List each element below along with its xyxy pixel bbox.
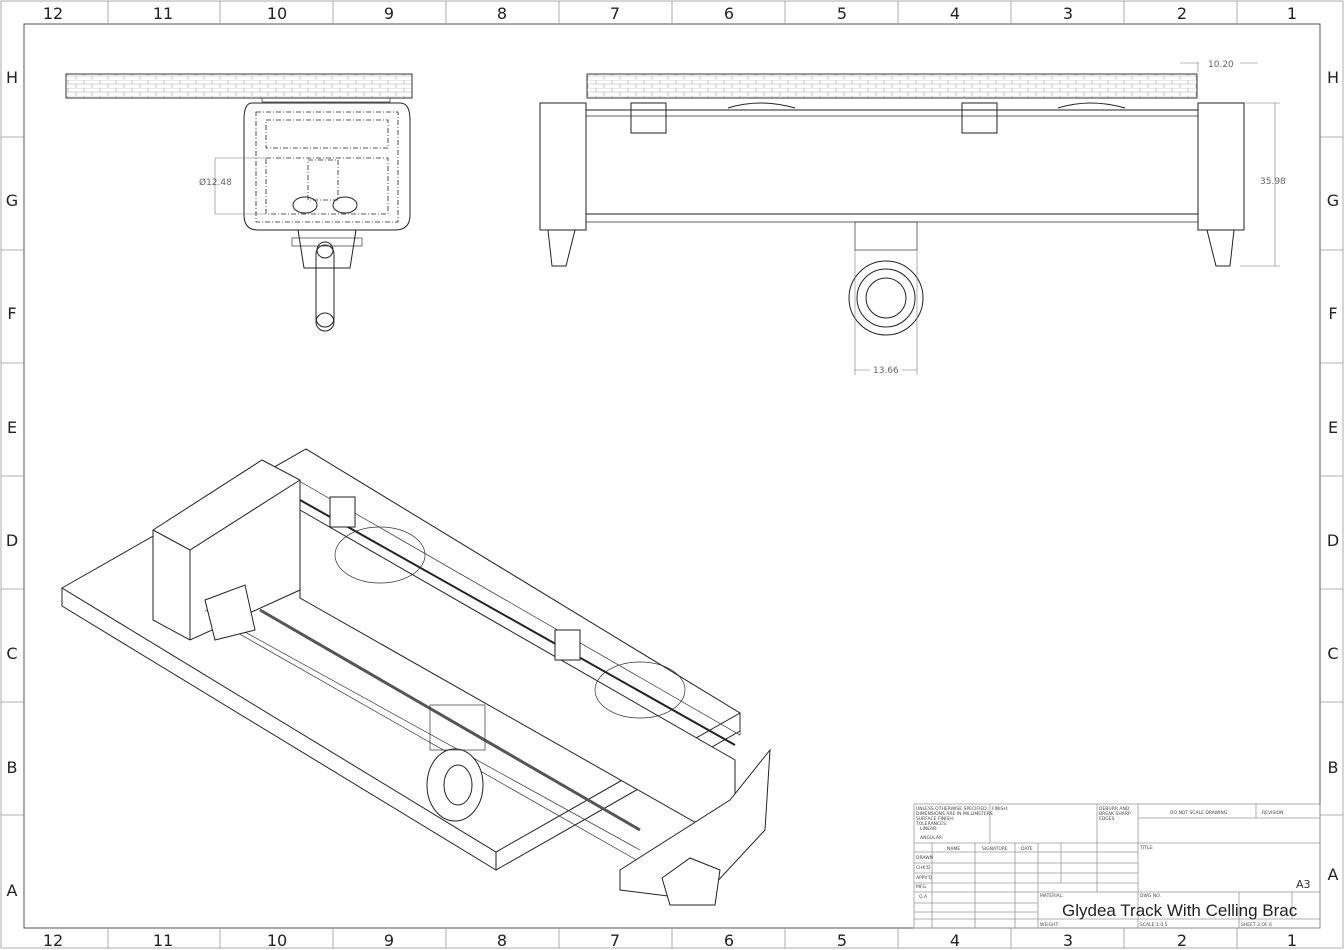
height-dimension: 35.98 <box>1260 177 1286 187</box>
zone-col: 5 <box>837 931 847 950</box>
zone-col: 9 <box>384 4 394 23</box>
tb-do-not-scale: DO NOT SCALE DRAWING <box>1170 810 1228 816</box>
zone-row: F <box>7 304 16 323</box>
zone-row: C <box>1327 644 1338 663</box>
drawing-title: Glydea Track With Celling Brac <box>1062 901 1298 920</box>
tb-material: MATERIAL: <box>1040 893 1064 899</box>
zone-row: H <box>1327 68 1339 87</box>
side-view: Ø12.48 <box>65 73 413 332</box>
tb-scale: SCALE:1:0.5 <box>1140 922 1168 928</box>
hook-rod <box>315 244 335 328</box>
zone-row-labels: H G F E D C B A H G F E D C B A <box>6 68 1339 900</box>
zone-col: 1 <box>1287 931 1297 950</box>
zone-row: D <box>6 531 18 550</box>
zone-col: 7 <box>610 4 620 23</box>
zone-col: 7 <box>610 931 620 950</box>
zone-row: A <box>7 881 18 900</box>
tb-angular: ANGULAR: <box>920 835 943 841</box>
tb-row: Q.A <box>919 894 928 900</box>
tb-row: DRAWN <box>916 855 933 861</box>
tb-size: A3 <box>1296 878 1311 891</box>
zone-row: E <box>7 418 17 437</box>
offset-dimension: 10.20 <box>1208 60 1234 70</box>
ceiling-section <box>65 73 413 99</box>
zone-col: 11 <box>153 931 173 950</box>
zone-col: 8 <box>497 4 507 23</box>
title-block: UNLESS OTHERWISE SPECIFIED: DIMENSIONS A… <box>913 803 1321 929</box>
zone-col: 6 <box>724 4 734 23</box>
zone-row: A <box>1328 865 1339 884</box>
tb-finish: FINISH: <box>992 806 1008 812</box>
front-view: 10.20 35.98 13.66 <box>539 60 1286 376</box>
zone-row: B <box>1328 758 1339 777</box>
zone-col: 1 <box>1287 4 1297 23</box>
tb-title-label: TITLE: <box>1139 845 1154 851</box>
width-dimension: 13.66 <box>873 366 899 376</box>
tb-col-date: DATE <box>1021 846 1033 852</box>
zone-col: 3 <box>1063 4 1073 23</box>
ceiling-section <box>586 73 1198 99</box>
zone-row: G <box>6 191 18 210</box>
tb-col-signature: SIGNATURE <box>982 846 1008 852</box>
zone-row: E <box>1328 418 1338 437</box>
tb-col-name: NAME <box>947 846 960 852</box>
tb-deburr: DEBURR AND <box>1099 806 1130 812</box>
zone-col: 2 <box>1177 931 1187 950</box>
tb-deburr: EDGES <box>1099 816 1115 822</box>
eye-ring <box>848 260 924 336</box>
zone-row: D <box>1327 531 1339 550</box>
zone-col: 9 <box>384 931 394 950</box>
zone-col: 10 <box>267 4 287 23</box>
iso-eye-ring <box>426 748 484 822</box>
tb-weight: WEIGHT: <box>1040 922 1059 928</box>
tb-tolerances: TOLERANCES: <box>915 821 947 827</box>
zone-col: 4 <box>950 4 960 23</box>
zone-col: 3 <box>1063 931 1073 950</box>
tb-row: CHK'D <box>916 865 931 871</box>
tb-dwg-no: DWG NO. <box>1140 893 1161 899</box>
tb-linear: LINEAR: <box>920 826 938 832</box>
zone-col: 10 <box>267 931 287 950</box>
zone-row: H <box>6 68 18 87</box>
tb-row: APPV'D <box>916 875 933 881</box>
zone-row: B <box>7 758 18 777</box>
zone-col: 6 <box>724 931 734 950</box>
zone-col: 5 <box>837 4 847 23</box>
zone-row: G <box>1327 191 1339 210</box>
zone-row: C <box>6 644 17 663</box>
tb-sheet: SHEET 3 OF 6 <box>1241 922 1272 928</box>
zone-col: 8 <box>497 931 507 950</box>
zone-col: 4 <box>950 931 960 950</box>
tb-revision: REVISION <box>1262 810 1283 816</box>
zone-col: 11 <box>153 4 173 23</box>
bracket-outline <box>243 102 411 231</box>
tb-row: MFG <box>916 884 926 890</box>
tb-dimensions: DIMENSIONS ARE IN MILLIMETERS <box>916 811 993 817</box>
zone-col: 2 <box>1177 4 1187 23</box>
tb-unless: UNLESS OTHERWISE SPECIFIED: <box>916 806 988 812</box>
zone-column-labels: 12 11 10 9 8 7 6 5 4 3 2 1 12 11 10 9 8 … <box>43 4 1297 950</box>
zone-row: F <box>1328 304 1337 323</box>
zone-col: 12 <box>43 931 63 950</box>
zone-col: 12 <box>43 4 63 23</box>
isometric-view <box>61 448 771 906</box>
tb-surface: SURFACE FINISH: <box>916 816 954 822</box>
tb-deburr: BREAK SHARP <box>1099 811 1131 817</box>
diameter-dimension: Ø12.48 <box>199 177 232 188</box>
